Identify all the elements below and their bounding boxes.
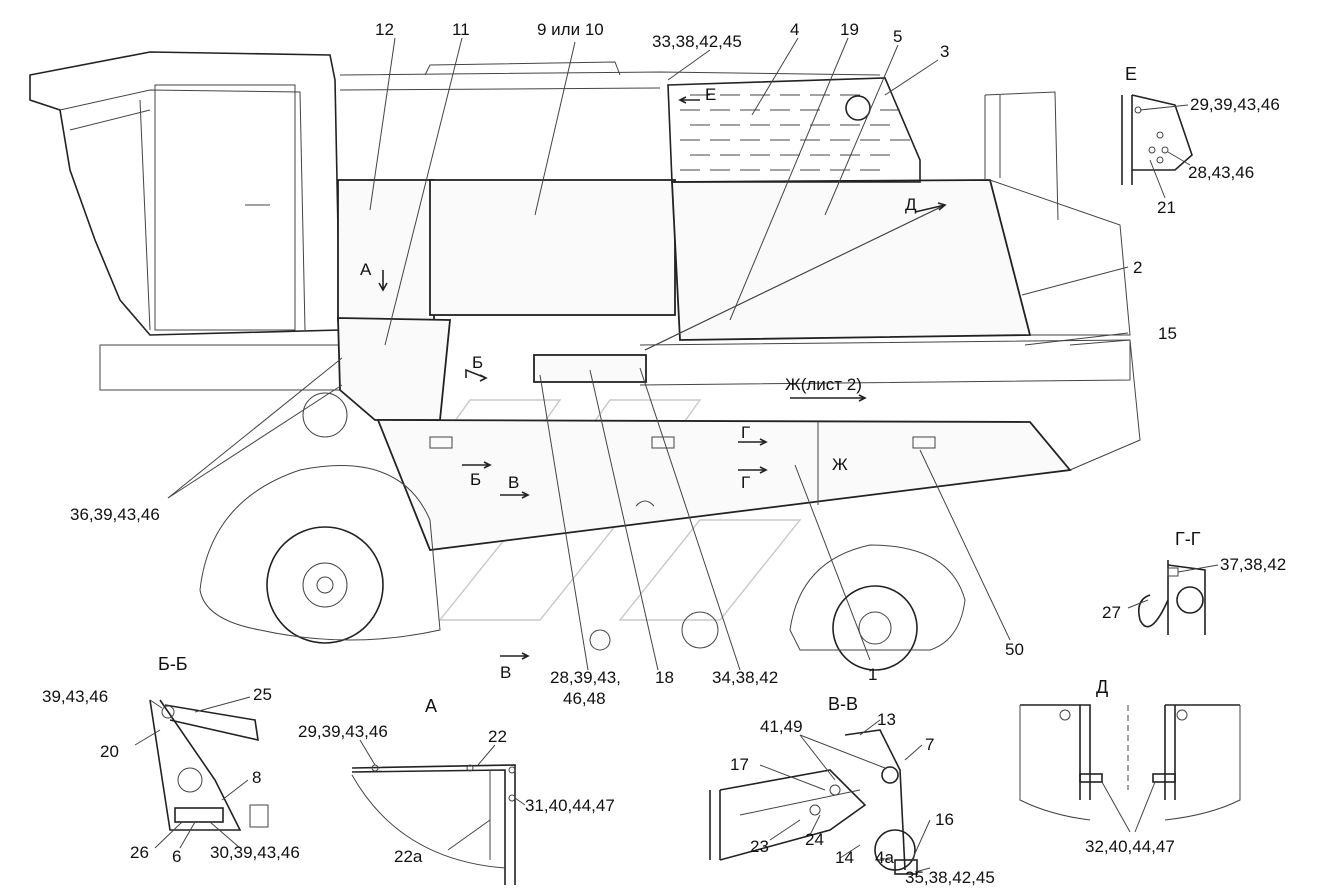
callout-1: 1 xyxy=(868,665,877,684)
view-D-title: Д xyxy=(1096,677,1108,697)
view-E-callout-28: 28,43,46 xyxy=(1188,163,1254,182)
view-A-title: А xyxy=(425,696,437,716)
combine-outline xyxy=(29,37,1141,671)
view-BB-callout-6: 6 xyxy=(172,847,181,866)
view-A-callout-29: 29,39,43,46 xyxy=(298,722,388,741)
callout-5: 5 xyxy=(893,27,902,46)
marker-V-bottom: В xyxy=(500,663,511,682)
marker-G-top: Г xyxy=(741,423,750,442)
marker-D: Д xyxy=(905,195,917,214)
screen-slots xyxy=(680,94,910,171)
main-callouts: 12 11 9 или 10 33,38,42,45 4 19 5 3 2 15… xyxy=(70,20,1177,708)
view-VV-callout-17: 17 xyxy=(730,755,749,774)
view-GG-callout-27: 27 xyxy=(1102,603,1121,622)
view-GG-title: Г-Г xyxy=(1175,529,1201,549)
view-VV-callout-24: 24 xyxy=(805,830,824,849)
callout-2: 2 xyxy=(1133,258,1142,277)
callout-18: 18 xyxy=(655,668,674,687)
marker-B-bottom: Б xyxy=(470,470,481,489)
section-arrows xyxy=(378,96,947,660)
callout-36: 36,39,43,46 xyxy=(70,505,160,524)
view-E-callout-21: 21 xyxy=(1157,198,1176,217)
callout-33: 33,38,42,45 xyxy=(652,32,742,51)
marker-A: А xyxy=(360,260,372,279)
view-BB-callout-20: 20 xyxy=(100,742,119,761)
view-BB-callout-8: 8 xyxy=(252,768,261,787)
callout-3: 3 xyxy=(940,42,949,61)
marker-V-top: В xyxy=(508,473,519,492)
view-A: А 29,39,43,46 22 31,40,44,47 22а xyxy=(298,696,615,885)
view-D: Д 32,40,44,47 xyxy=(1019,677,1241,856)
view-E-title: Е xyxy=(1125,64,1137,84)
callout-15: 15 xyxy=(1158,324,1177,343)
view-A-callout-22: 22 xyxy=(488,727,507,746)
panel-12 xyxy=(337,179,435,321)
view-VV-callout-16: 16 xyxy=(935,810,954,829)
panel-18 xyxy=(533,354,647,383)
view-A-callout-22a: 22а xyxy=(394,847,423,866)
view-VV-callout-23: 23 xyxy=(750,837,769,856)
callout-9: 9 или 10 xyxy=(537,20,604,39)
view-VV-title: В-В xyxy=(828,694,858,714)
view-VV-callout-41: 41,49 xyxy=(760,717,803,736)
callout-4: 4 xyxy=(790,20,799,39)
marker-G-bottom: Г xyxy=(741,473,750,492)
marker-Zh-sheet: Ж(лист 2) xyxy=(785,375,862,394)
panel-5 xyxy=(671,179,1032,341)
view-VV: В-В 13 41,49 7 17 23 24 16 14 4а 35,38,4… xyxy=(709,694,995,887)
view-BB-callout-26: 26 xyxy=(130,843,149,862)
view-E: Е 29,39,43,46 28,43,46 21 xyxy=(1121,64,1280,217)
panel-9 xyxy=(429,179,676,316)
view-A-callout-31: 31,40,44,47 xyxy=(525,796,615,815)
view-BB-callout-30: 30,39,43,46 xyxy=(210,843,300,862)
callout-28b: 46,48 xyxy=(563,689,606,708)
marker-Zh: Ж xyxy=(832,455,848,474)
view-E-callout-29: 29,39,43,46 xyxy=(1190,95,1280,114)
callout-19: 19 xyxy=(840,20,859,39)
panel-1 xyxy=(376,419,1072,551)
view-VV-callout-14: 14 xyxy=(835,848,854,867)
panel-11 xyxy=(337,317,451,421)
view-BB-title: Б-Б xyxy=(158,654,188,674)
callout-28: 28,39,43, xyxy=(550,668,621,687)
view-VV-callout-13: 13 xyxy=(877,710,896,729)
callout-12: 12 xyxy=(375,20,394,39)
view-GG-callout-37: 37,38,42 xyxy=(1220,555,1286,574)
view-GG: Г-Г 37,38,42 27 xyxy=(1102,529,1286,635)
callout-34: 34,38,42 xyxy=(712,668,778,687)
callout-11: 11 xyxy=(452,20,470,39)
callout-50: 50 xyxy=(1005,640,1024,659)
view-BB-callout-25: 25 xyxy=(253,685,272,704)
panel-4 xyxy=(667,77,921,183)
view-D-callout-32: 32,40,44,47 xyxy=(1085,837,1175,856)
view-VV-callout-4a: 4а xyxy=(875,848,894,867)
view-BB-callout-39: 39,43,46 xyxy=(42,687,108,706)
leader-lines xyxy=(167,37,1129,671)
marker-E: Е xyxy=(705,85,716,104)
view-BB: Б-Б 39,43,46 25 20 8 26 6 30,39,43,46 xyxy=(42,654,300,866)
view-VV-callout-35: 35,38,42,45 xyxy=(905,868,995,887)
view-VV-callout-7: 7 xyxy=(925,735,934,754)
marker-B-top: Б xyxy=(472,353,483,372)
